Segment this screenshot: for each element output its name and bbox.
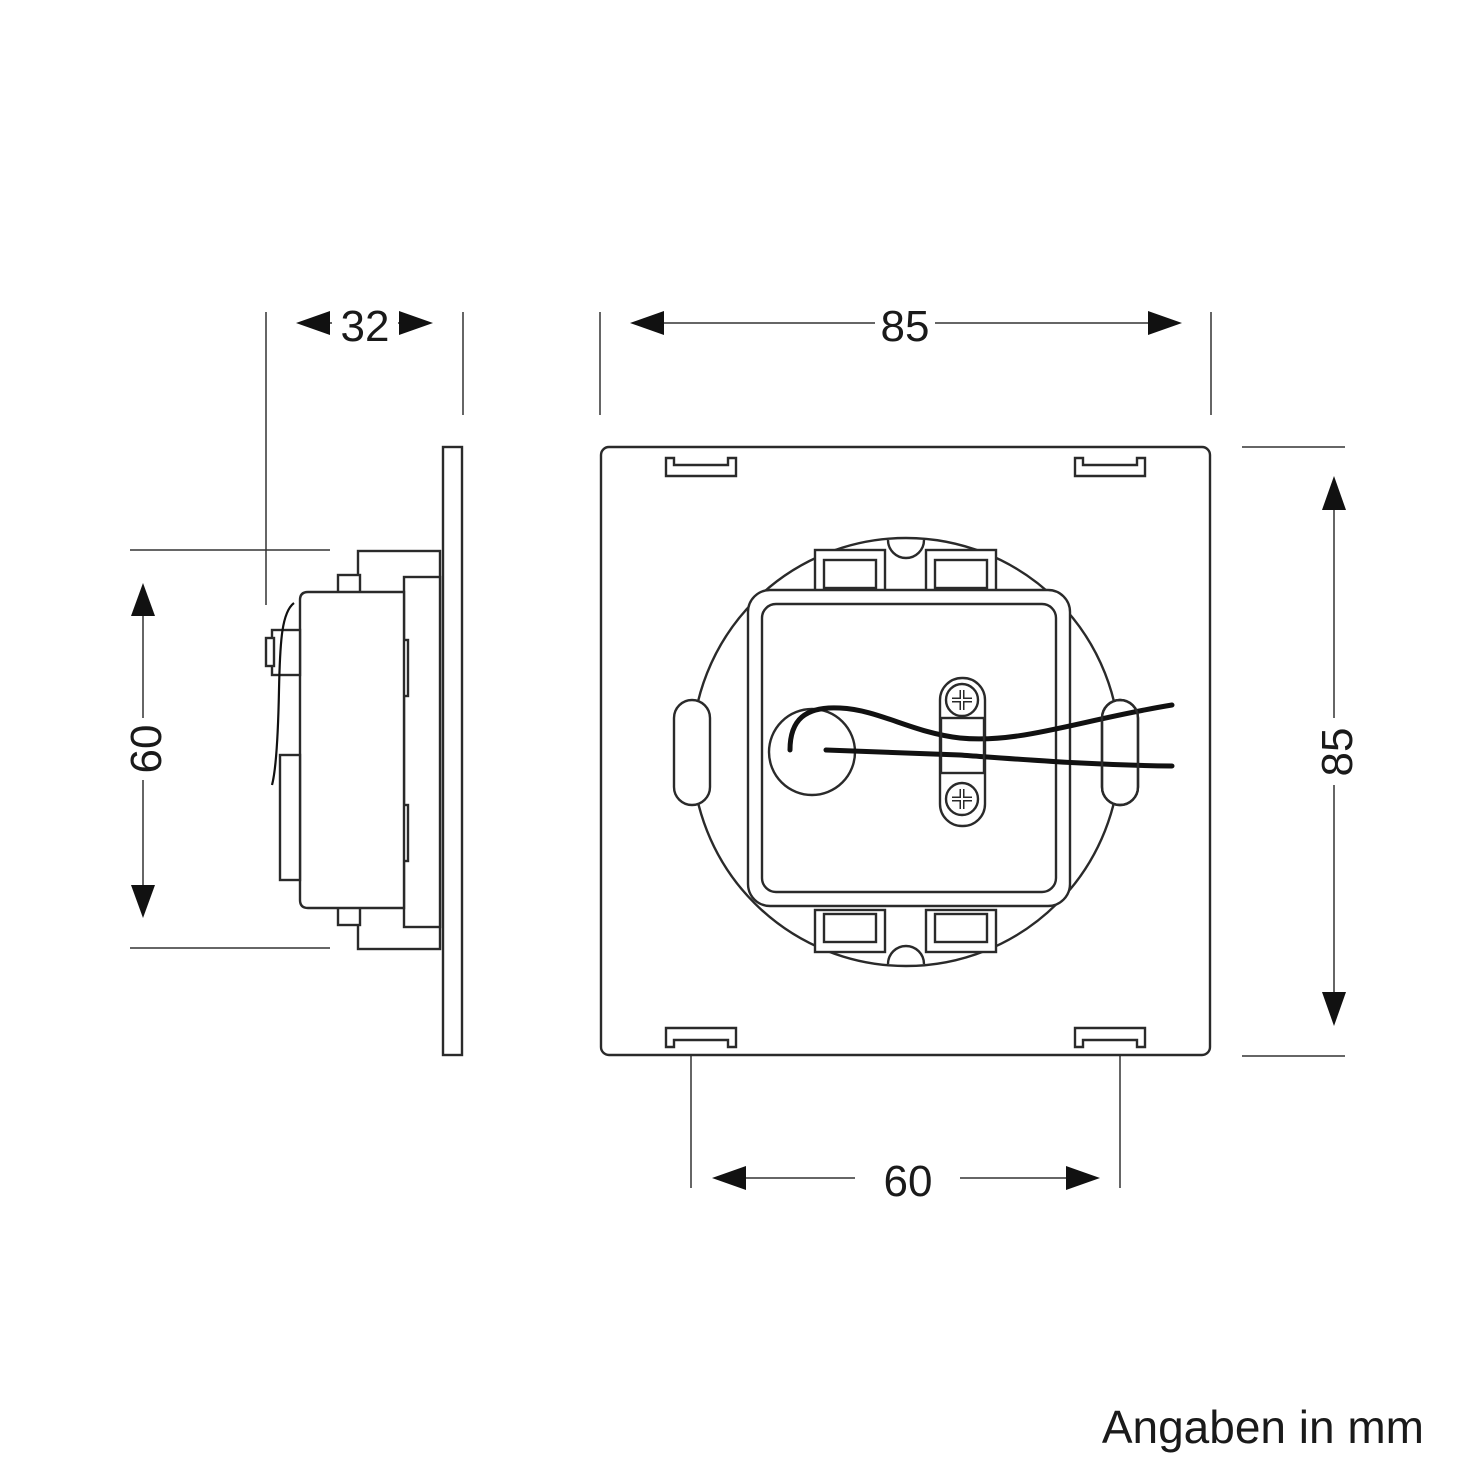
- mounting-tab: [813, 548, 887, 594]
- screw-icon: [944, 781, 980, 817]
- arrowhead: [296, 311, 330, 335]
- plate-slot: [664, 456, 738, 478]
- front-insert: [402, 575, 442, 929]
- base-notch: [886, 539, 926, 560]
- base-notch: [886, 944, 926, 965]
- mounting-tab: [924, 548, 998, 594]
- arrowhead: [630, 311, 664, 335]
- screw-icon: [944, 682, 980, 718]
- clamp-screw: [264, 636, 276, 668]
- mounting-tab: [924, 908, 998, 954]
- plate-slot: [664, 1026, 738, 1049]
- wire: [270, 602, 295, 786]
- dimension-label-side-height: 60: [122, 725, 171, 774]
- arrowhead: [1322, 992, 1346, 1026]
- arrowhead: [131, 583, 155, 616]
- lug-overlay: [1100, 698, 1140, 807]
- arrowhead: [712, 1166, 746, 1190]
- arrowhead: [1066, 1166, 1100, 1190]
- terminal-block: [278, 753, 302, 882]
- socket-body: [298, 590, 406, 910]
- socket-insert-inner: [760, 602, 1058, 894]
- side-view: 32 60: [122, 302, 464, 1057]
- front-view: 85 85 60: [599, 302, 1362, 1206]
- wire-clamp: [270, 628, 302, 677]
- clamp-overlay: [939, 716, 986, 775]
- wire: [787, 702, 1175, 753]
- arrowhead: [1148, 311, 1182, 335]
- dimension-label-insert-width: 60: [884, 1157, 933, 1206]
- mounting-tab: [813, 908, 887, 954]
- dimension-label-depth: 32: [341, 302, 390, 351]
- plate-slot: [1073, 456, 1147, 478]
- dimension-label-height: 85: [1313, 728, 1362, 777]
- arrowhead: [1322, 476, 1346, 510]
- wire: [823, 747, 1175, 769]
- dimension-label-width: 85: [881, 302, 930, 351]
- arrowhead: [131, 885, 155, 918]
- plate-slot: [1073, 1026, 1147, 1049]
- arrowhead: [399, 311, 433, 335]
- cover-plate-edge: [441, 445, 464, 1057]
- units-note: Angaben in mm: [1102, 1401, 1424, 1453]
- side-lug-left: [672, 698, 712, 807]
